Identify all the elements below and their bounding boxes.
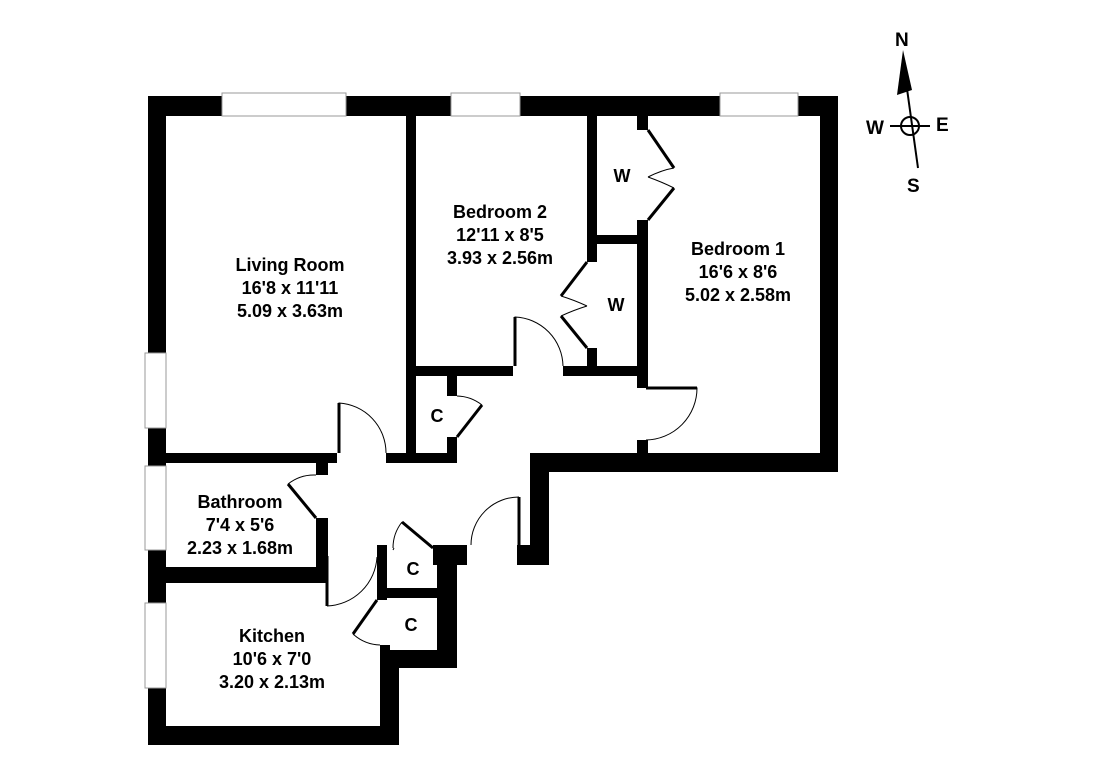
compass-north: N	[895, 30, 909, 51]
doors	[286, 129, 698, 646]
room-name: Bedroom 1	[690, 239, 786, 259]
room-size-imperial: 16'6 x 8'6	[698, 262, 778, 282]
room-size-metric: 2.23 x 1.68m	[186, 538, 294, 558]
room-label-kitchen: Kitchen 10'6 x 7'0 3.20 x 2.13m	[219, 625, 325, 694]
wardrobe-label: W	[613, 166, 631, 186]
room-label-bedroom-2: Bedroom 2 12'11 x 8'5 3.93 x 2.56m	[447, 201, 553, 270]
room-size-imperial: 10'6 x 7'0	[232, 649, 312, 669]
room-label-bathroom: Bathroom 7'4 x 5'6 2.23 x 1.68m	[187, 491, 293, 560]
cupboard-label: C	[430, 406, 444, 426]
compass-icon	[890, 50, 930, 169]
room-label-bedroom-1: Bedroom 1 16'6 x 8'6 5.02 x 2.58m	[685, 238, 791, 307]
room-size-imperial: 16'8 x 11'11	[241, 278, 339, 298]
wardrobe-label: W	[607, 295, 625, 315]
room-size-metric: 3.93 x 2.56m	[446, 248, 554, 268]
room-name: Bathroom	[197, 492, 283, 512]
cupboard-label: C	[404, 615, 418, 635]
room-label-living-room: Living Room 16'8 x 11'11 5.09 x 3.63m	[236, 254, 345, 323]
room-name: Bedroom 2	[452, 202, 548, 222]
room-name: Living Room	[235, 255, 345, 275]
room-size-imperial: 7'4 x 5'6	[205, 515, 275, 535]
room-name: Kitchen	[238, 626, 305, 646]
room-size-metric: 5.09 x 3.63m	[236, 301, 344, 321]
room-size-metric: 3.20 x 2.13m	[218, 672, 326, 692]
room-size-metric: 5.02 x 2.58m	[684, 285, 792, 305]
windows	[144, 92, 799, 689]
room-size-imperial: 12'11 x 8'5	[456, 225, 544, 245]
cupboard-label: C	[406, 559, 420, 579]
compass-east: E	[936, 115, 949, 136]
walls	[148, 96, 838, 745]
compass-south: S	[907, 176, 920, 197]
compass-west: W	[866, 118, 884, 139]
